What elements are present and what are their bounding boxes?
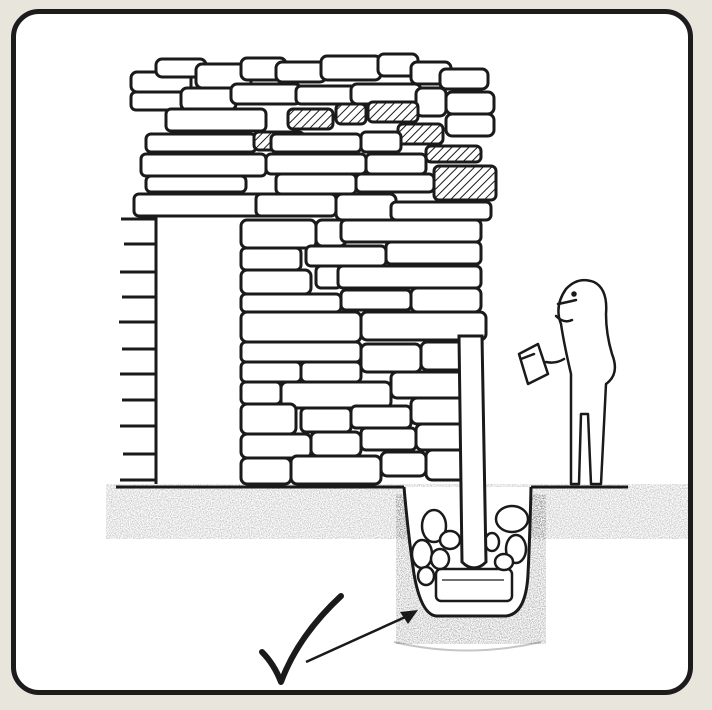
stone-wall — [131, 54, 496, 484]
doorway-jamb — [119, 214, 156, 484]
illustration-panel — [11, 9, 693, 695]
stone-wall-foundation-illustration — [16, 14, 688, 690]
foundation-post — [459, 336, 486, 568]
checkmark-icon — [262, 596, 341, 682]
person-figure — [519, 280, 615, 484]
ground-soil — [106, 484, 688, 651]
